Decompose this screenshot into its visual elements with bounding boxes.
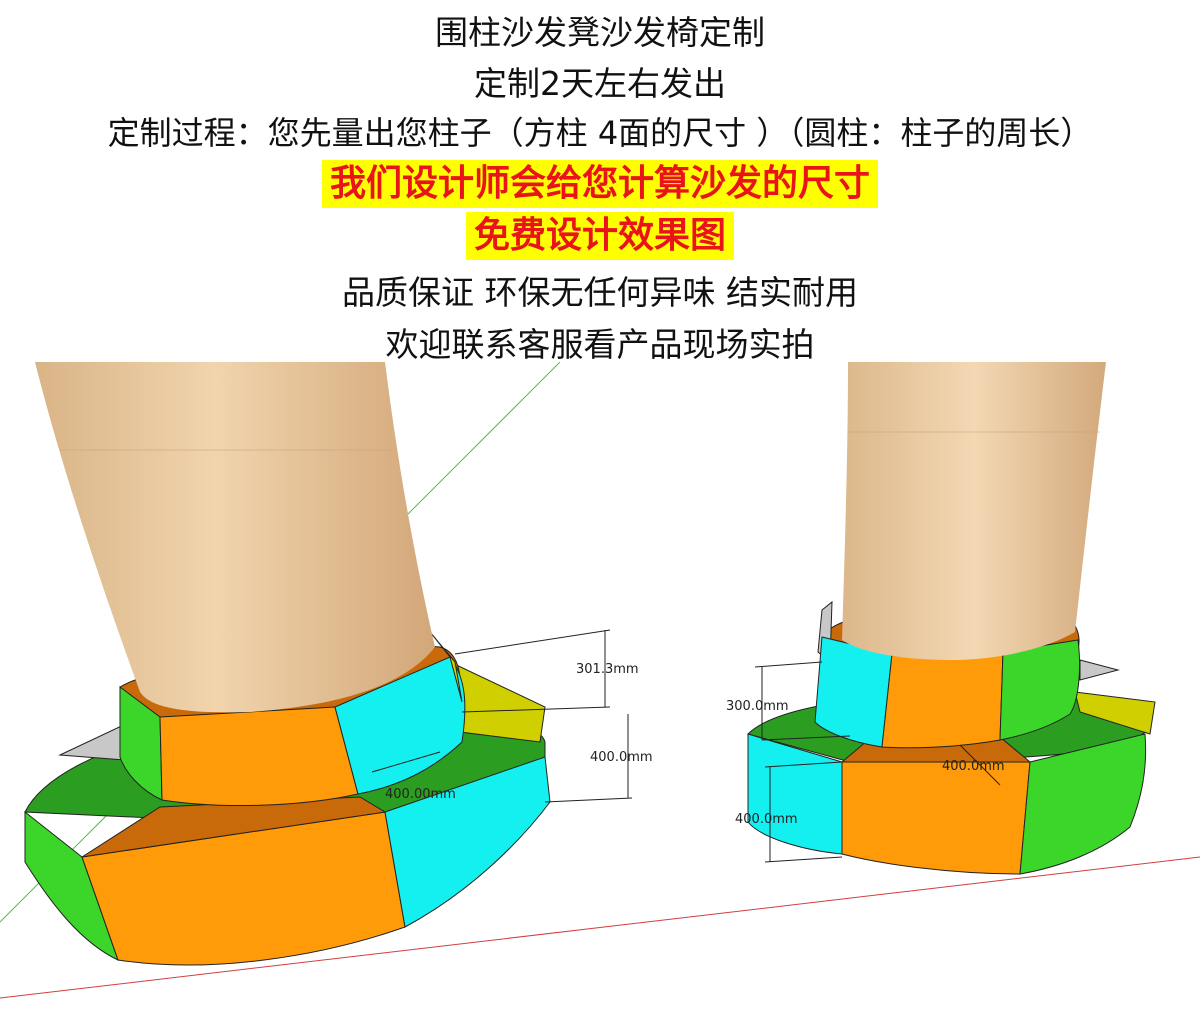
contact-text: 欢迎联系客服看产品现场实拍 <box>385 325 815 364</box>
process-text: 定制过程：您先量出您柱子（方柱 4面的尺寸 ）（圆柱：柱子的周长） <box>107 114 1093 152</box>
highlight-render-text: 免费设计效果图 <box>465 212 734 260</box>
left-dimension-lines <box>371 629 633 803</box>
right-top-height-label: 300.0mm <box>726 699 789 714</box>
left-pillar <box>35 362 435 713</box>
left-top-height-label: 301.3mm <box>576 662 639 677</box>
highlight-render-banner: 免费设计效果图 <box>0 212 1200 260</box>
left-top-side-cyan <box>334 656 466 795</box>
right-pillar <box>842 362 1106 660</box>
right-top-side-orange <box>881 651 1004 749</box>
right-depth-label: 400.0mm <box>942 759 1005 774</box>
left-bottom-side-cyan <box>384 756 551 928</box>
left-bottom-side-orange <box>81 811 406 966</box>
right-bottom-height-label: 400.0mm <box>735 812 798 827</box>
right-bottom-side-orange <box>841 761 1031 875</box>
right-dimension-lines <box>754 661 1001 863</box>
highlight-design-text: 我们设计师会给您计算沙发的尺寸 <box>321 160 878 208</box>
right-top-side-green <box>999 639 1081 741</box>
left-sofa-model <box>24 362 551 966</box>
lead-time-text: 定制2天左右发出 <box>474 64 726 103</box>
sofa-render-scene: 301.3mm 400.0mm 400.00mm 300.0mm 400.0mm… <box>0 362 1200 999</box>
product-title: 围柱沙发凳沙发椅定制 <box>435 13 765 52</box>
axis-line-red <box>0 856 1200 999</box>
highlight-design-banner: 我们设计师会给您计算沙发的尺寸 <box>0 160 1200 208</box>
quality-text: 品质保证 环保无任何异味 结实耐用 <box>342 273 858 312</box>
right-bottom-side-green <box>1019 733 1147 875</box>
left-depth-label: 400.00mm <box>385 787 456 802</box>
right-sofa-model <box>747 362 1156 875</box>
left-bottom-height-label: 400.0mm <box>590 750 653 765</box>
left-top-side-orange <box>159 706 359 807</box>
